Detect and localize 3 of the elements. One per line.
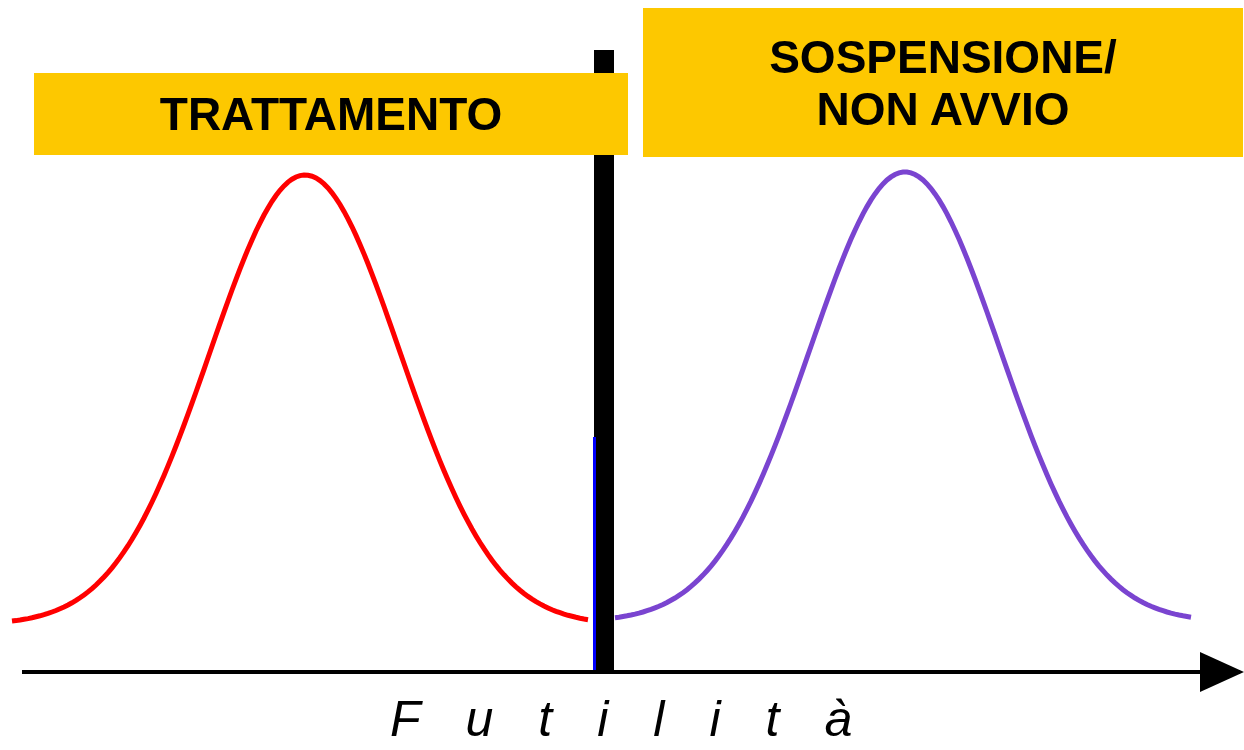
title-banner: SOSPENSIONE/ NON AVVIO xyxy=(643,8,1243,157)
title-banner: TRATTAMENTO xyxy=(34,73,628,155)
axis-label: Futilità xyxy=(390,690,898,748)
